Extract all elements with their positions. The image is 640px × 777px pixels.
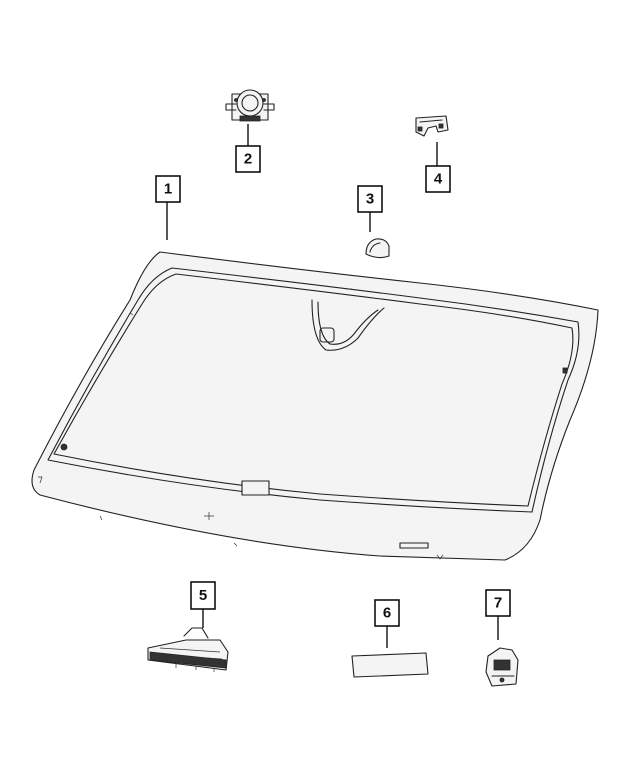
callout-1[interactable]: 1 bbox=[155, 175, 181, 203]
sensor-bracket-part[interactable] bbox=[225, 89, 275, 122]
windshield-part[interactable] bbox=[31, 251, 599, 561]
adhesive-pad-part[interactable] bbox=[351, 652, 429, 678]
callout-3[interactable]: 3 bbox=[357, 185, 383, 213]
mirror-bracket-part[interactable] bbox=[415, 115, 449, 137]
callout-4[interactable]: 4 bbox=[425, 165, 451, 193]
callout-6[interactable]: 6 bbox=[374, 599, 400, 627]
cover-cap-part[interactable] bbox=[365, 238, 390, 259]
callout-2[interactable]: 2 bbox=[235, 145, 261, 173]
retaining-clip-part[interactable] bbox=[485, 647, 519, 687]
callout-5[interactable]: 5 bbox=[190, 581, 216, 610]
callout-7[interactable]: 7 bbox=[485, 589, 511, 617]
callout-label-1: 1 bbox=[164, 181, 172, 198]
callout-label-3: 3 bbox=[366, 191, 374, 208]
callout-label-5: 5 bbox=[199, 587, 207, 604]
callout-label-6: 6 bbox=[383, 605, 391, 622]
callout-label-7: 7 bbox=[494, 595, 502, 612]
cowl-seal-part[interactable] bbox=[147, 627, 229, 672]
callout-label-2: 2 bbox=[244, 151, 252, 168]
callout-label-4: 4 bbox=[434, 171, 443, 188]
